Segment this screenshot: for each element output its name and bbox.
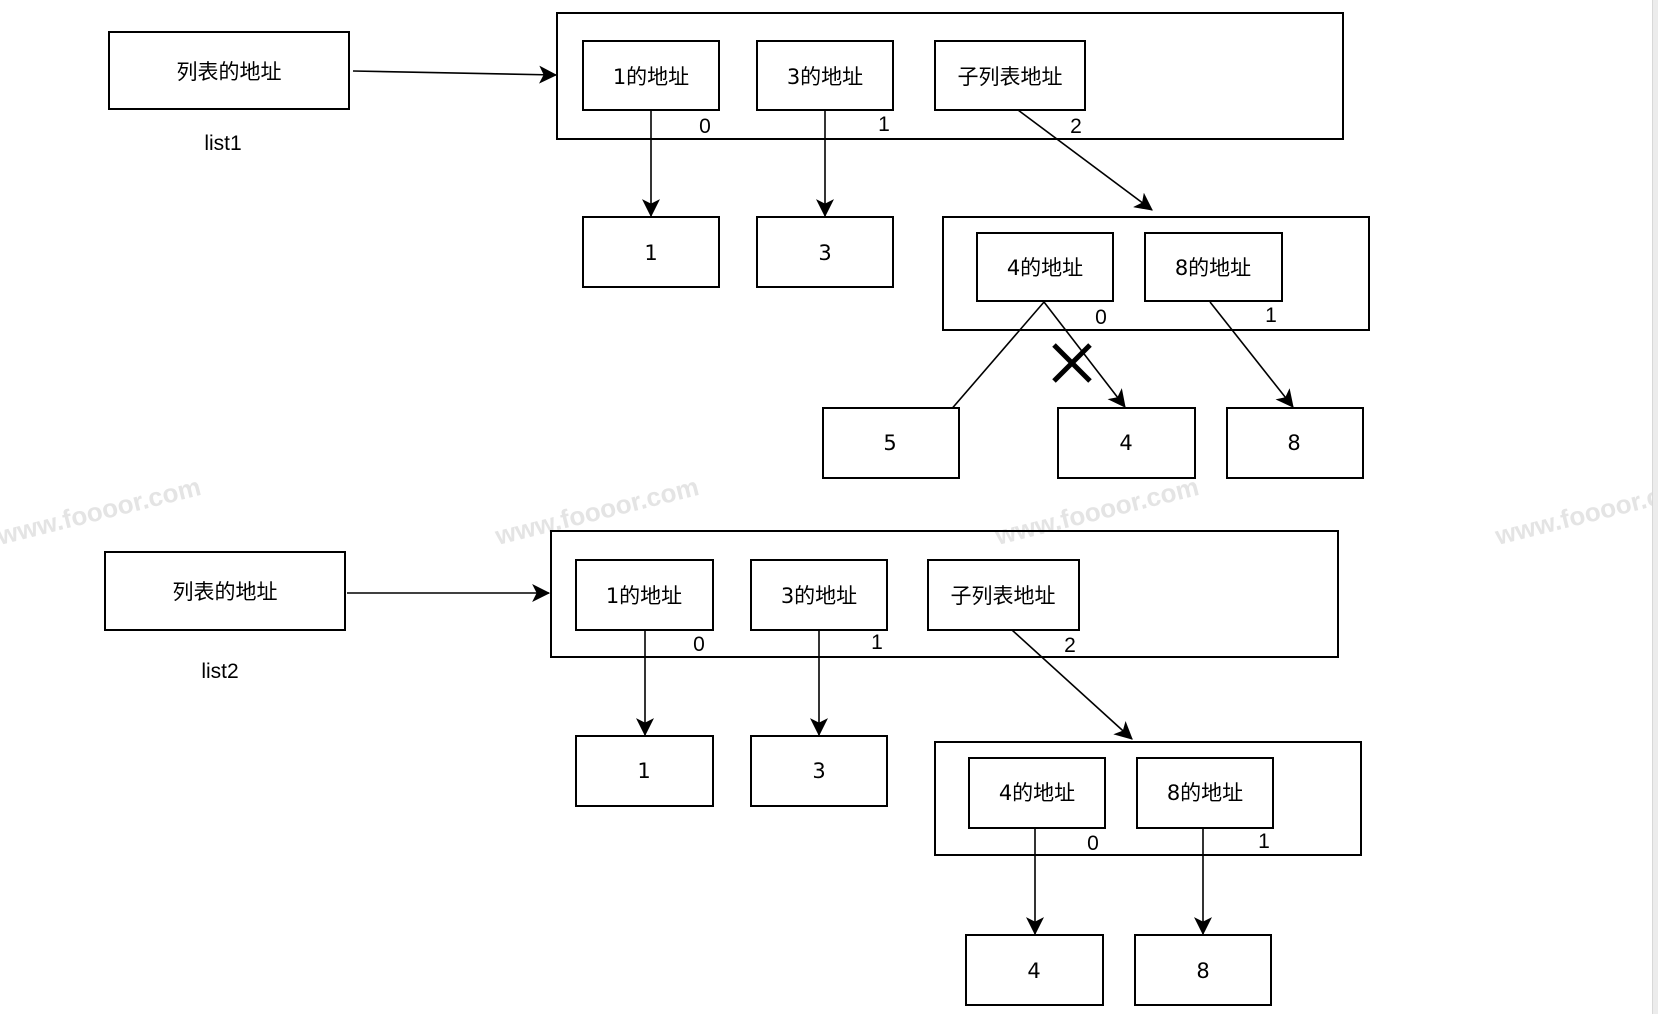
value-label: 5 xyxy=(883,431,896,455)
outer-list-container xyxy=(556,12,1344,140)
list-address-box: 列表的地址 xyxy=(104,551,346,631)
slot-index: 0 xyxy=(1087,832,1099,855)
page-edge-divider xyxy=(1652,0,1658,1014)
slot-label: 子列表地址 xyxy=(958,65,1063,89)
sub-slot-0: 4的地址 0 xyxy=(968,757,1106,855)
slot-label: 4的地址 xyxy=(1007,256,1083,280)
sub-list-container xyxy=(942,216,1370,331)
value-label: 1 xyxy=(644,241,657,265)
slot-index: 2 xyxy=(1070,115,1082,138)
value-box: 4 xyxy=(965,934,1104,1006)
value-box: 5 xyxy=(822,407,960,479)
value-label: 4 xyxy=(1027,959,1040,983)
reference-arrow xyxy=(352,65,558,84)
slot-1: 3的地址 1 xyxy=(750,559,888,654)
pointer-arrow xyxy=(1017,109,1153,211)
slot-index: 1 xyxy=(871,631,883,654)
old-pointer-arrow xyxy=(1043,301,1126,408)
list-address-label: 列表的地址 xyxy=(173,580,278,604)
sub-slot-1: 8的地址 1 xyxy=(1136,757,1274,853)
value-label: 3 xyxy=(812,759,825,783)
slot-label: 1的地址 xyxy=(606,584,682,608)
slot-2: 子列表地址 2 xyxy=(927,559,1080,657)
slot-label: 1的地址 xyxy=(613,65,689,89)
list-address-label: 列表的地址 xyxy=(177,60,282,84)
slot-index: 1 xyxy=(878,113,890,136)
slot-index: 1 xyxy=(1265,304,1277,327)
slot-index: 1 xyxy=(1258,830,1270,853)
diagram-list1: 列表的地址 list1 1的地址 0 3的地址 1 子列表地址 2 1 xyxy=(108,12,1370,479)
outer-list-container xyxy=(550,530,1339,658)
variable-caption: list2 xyxy=(201,660,238,683)
value-box: 1 xyxy=(582,216,720,288)
slot-label: 8的地址 xyxy=(1167,781,1243,805)
sub-slot-0: 4的地址 0 xyxy=(976,232,1114,329)
value-label: 1 xyxy=(637,759,650,783)
slot-label: 4的地址 xyxy=(999,781,1075,805)
value-box: 8 xyxy=(1134,934,1272,1006)
pointer-arrow xyxy=(1209,301,1294,408)
watermark: www.foooor.com xyxy=(491,471,702,551)
slot-0: 1的地址 0 xyxy=(575,559,714,656)
watermarks: www.foooor.com www.foooor.com www.foooor… xyxy=(0,471,1658,551)
value-box: 3 xyxy=(756,216,894,288)
pointer-arrow xyxy=(1011,629,1133,740)
list-address-box: 列表的地址 xyxy=(108,31,350,110)
value-label: 4 xyxy=(1119,431,1132,455)
slot-index: 0 xyxy=(699,115,711,138)
sub-list-container xyxy=(934,741,1362,856)
value-box: 8 xyxy=(1226,407,1364,479)
value-box: 3 xyxy=(750,735,888,807)
slot-2: 子列表地址 2 xyxy=(934,40,1086,138)
slot-index: 0 xyxy=(1095,306,1107,329)
value-box: 1 xyxy=(575,735,714,807)
watermark: www.foooor.com xyxy=(991,471,1202,551)
watermark: www.foooor.com xyxy=(1491,471,1658,551)
variable-caption: list1 xyxy=(204,132,241,155)
diagram-list2: 列表的地址 list2 1的地址 0 3的地址 1 子列表地址 2 1 xyxy=(104,530,1362,1006)
slot-label: 子列表地址 xyxy=(951,584,1056,608)
value-label: 3 xyxy=(818,241,831,265)
watermark: www.foooor.com xyxy=(0,471,204,551)
slot-label: 3的地址 xyxy=(787,65,863,89)
slot-0: 1的地址 0 xyxy=(582,40,720,138)
slot-index: 2 xyxy=(1064,634,1076,657)
slot-index: 0 xyxy=(693,633,705,656)
sub-slot-1: 8的地址 1 xyxy=(1144,232,1283,327)
slot-label: 3的地址 xyxy=(781,584,857,608)
slot-label: 8的地址 xyxy=(1175,256,1251,280)
cross-icon xyxy=(1052,343,1092,383)
value-box: 4 xyxy=(1057,407,1196,479)
value-label: 8 xyxy=(1196,959,1209,983)
value-label: 8 xyxy=(1287,431,1300,455)
